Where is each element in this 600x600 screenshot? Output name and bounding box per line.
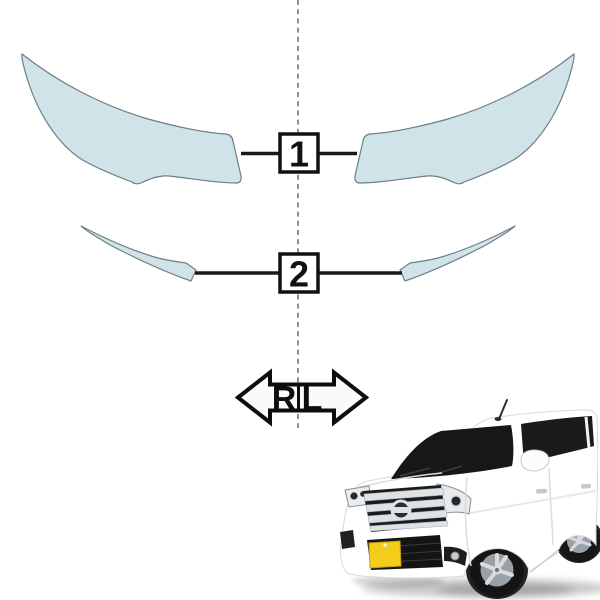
- part-label-2: 2: [278, 252, 320, 295]
- part-label-2-box: [278, 252, 320, 294]
- side-mirror: [520, 449, 550, 472]
- direction-indicator: R L: [234, 368, 370, 427]
- c-pillar: [584, 416, 591, 449]
- plate-bolt: [383, 543, 387, 547]
- part-label-2-number: 2: [289, 254, 309, 295]
- part-label-1-number: 1: [289, 134, 309, 175]
- film-1-right: [21, 53, 242, 185]
- car-windshield: [391, 425, 514, 479]
- film-2-right: [80, 225, 197, 282]
- direction-left-label: L: [302, 380, 323, 418]
- hood-line: [359, 472, 443, 488]
- part-label-1: 1: [278, 132, 320, 175]
- door-lines: [464, 467, 597, 572]
- fog-lamp-right: [444, 546, 467, 566]
- roof-antenna: [494, 399, 508, 421]
- car-photo: [339, 399, 600, 599]
- part-label-1-box: [278, 132, 320, 174]
- door-handle-rear: [581, 483, 592, 489]
- direction-right-label: R: [272, 380, 297, 418]
- film-1-left: [354, 53, 575, 185]
- brand-emblem-icon: [390, 499, 412, 521]
- film-2-left: [399, 225, 516, 282]
- car-grille: [363, 485, 449, 532]
- license-plate: [368, 540, 402, 569]
- double-arrow-icon: [234, 368, 370, 427]
- fog-recess-left: [340, 530, 355, 549]
- front-wheel: [470, 543, 524, 597]
- door-handle-front: [536, 488, 548, 494]
